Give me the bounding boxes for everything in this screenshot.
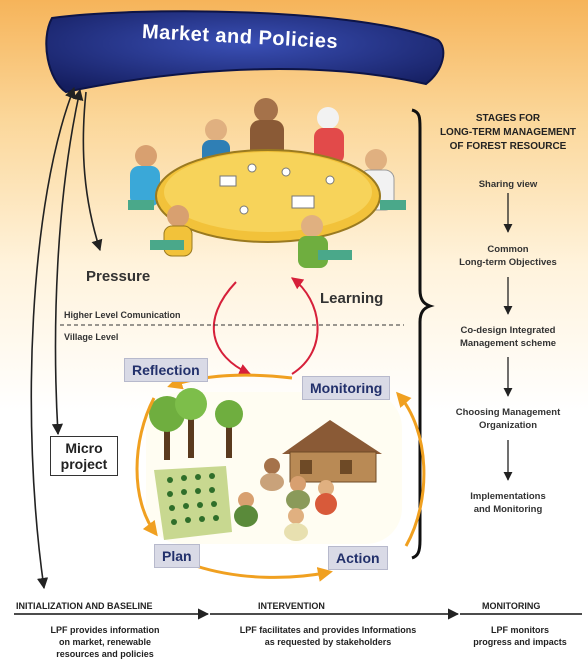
phase-heading-intervention: INTERVENTION bbox=[258, 601, 325, 611]
reflection-box: Reflection bbox=[124, 358, 208, 382]
arrow-banner-to-micro bbox=[51, 88, 84, 436]
phase-text-intervention: LPF facilitates and provides Information… bbox=[239, 625, 417, 647]
stages-title: STAGES FOR LONG-TERM MANAGEMENT OF FORES… bbox=[439, 113, 577, 152]
red-arrow-down bbox=[212, 281, 252, 376]
plan-box: Plan bbox=[154, 544, 200, 568]
arrow-banner-to-pressure bbox=[82, 91, 103, 252]
village-level-label: Village Level bbox=[64, 332, 119, 342]
monitoring-box: Monitoring bbox=[302, 376, 391, 400]
stage-implementation-monitoring: Implementations and Monitoring bbox=[470, 491, 546, 515]
cycle-arrow-left bbox=[135, 397, 158, 537]
stages-bracket bbox=[411, 108, 435, 560]
phase-heading-monitoring: MONITORING bbox=[482, 601, 541, 611]
cycle-arrow-bottom bbox=[195, 564, 333, 582]
action-box: Action bbox=[328, 546, 388, 570]
cycle-arrow-top bbox=[167, 373, 293, 390]
stage-choosing-organization: Choosing Management Organization bbox=[455, 407, 561, 431]
stage-co-design: Co-design Integrated Management scheme bbox=[459, 325, 557, 349]
meeting-illustration bbox=[128, 98, 406, 268]
higher-level-label: Higher Level Comunication bbox=[64, 310, 181, 320]
phase-text-initialization: LPF provides information on market, rene… bbox=[50, 625, 160, 659]
stage-sharing-view: Sharing view bbox=[478, 179, 538, 190]
red-arrow-up bbox=[291, 277, 319, 375]
phase-text-monitoring: LPF monitors progress and impacts bbox=[473, 625, 567, 647]
pressure-label: Pressure bbox=[86, 268, 151, 285]
phase-heading-initialization: INITIALIZATION AND BASELINE bbox=[16, 601, 153, 611]
learning-label: Learning bbox=[320, 290, 384, 307]
micro-project-box: Micro project bbox=[50, 436, 118, 476]
village-illustration bbox=[146, 388, 402, 544]
cycle-arrow-right bbox=[396, 391, 426, 547]
stage-common-objectives: Common Long-term Objectives bbox=[459, 244, 557, 268]
